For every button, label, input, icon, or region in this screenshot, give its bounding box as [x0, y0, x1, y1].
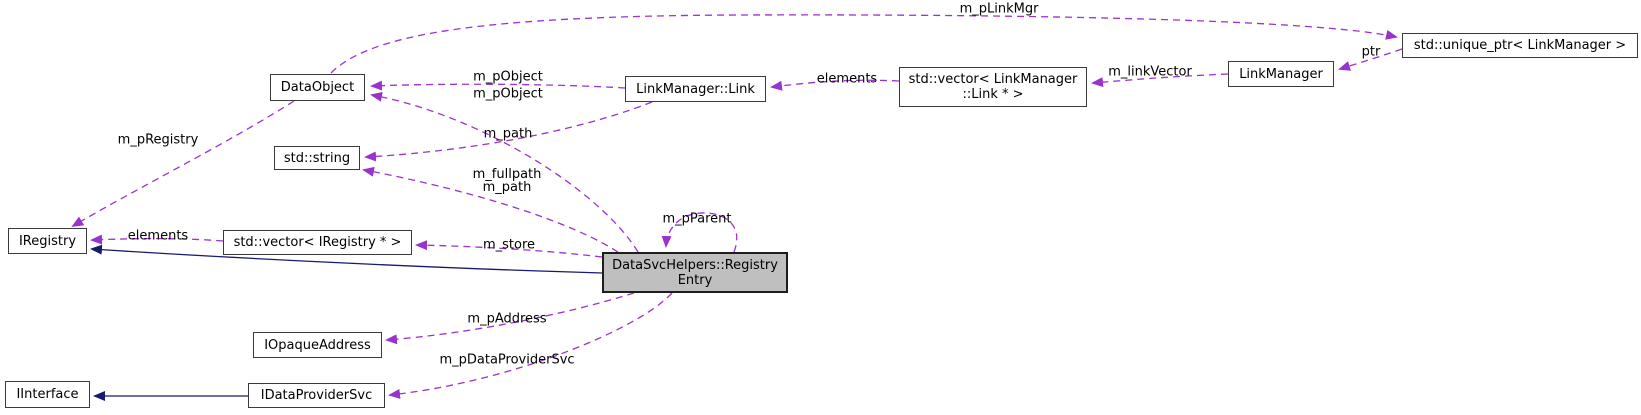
- node-label: LinkManager::Link: [636, 81, 755, 97]
- node-std-string[interactable]: std::string: [274, 146, 360, 170]
- node-label: IInterface: [16, 387, 79, 402]
- node-label: IRegistry: [18, 233, 77, 249]
- node-label: IOpaqueAddress: [264, 337, 371, 353]
- edge-m-pParent: [661, 212, 738, 253]
- node-label: ::Link * >: [962, 87, 1024, 102]
- node-label: Entry: [677, 272, 713, 288]
- edge-m-pAddress: [385, 292, 635, 345]
- node-label: std::vector< IRegistry * >: [233, 235, 402, 250]
- node-iinterface[interactable]: IInterface: [5, 381, 90, 408]
- edge-m-pObject-link: [370, 80, 626, 91]
- edge-ptr: [1338, 48, 1403, 71]
- node-label: LinkManager: [1239, 66, 1323, 82]
- node-label: IDataProviderSvc: [260, 388, 373, 403]
- node-label: std::unique_ptr< LinkManager >: [1413, 38, 1627, 53]
- node-dataobject[interactable]: DataObject: [270, 74, 365, 101]
- edge-m-fullpath-m-path: [362, 166, 619, 253]
- edge-inherit-iregistry: [90, 244, 603, 274]
- node-label: DataObject: [280, 80, 355, 95]
- node-label: DataSvcHelpers::Registry: [612, 257, 778, 273]
- edge-m-pObject-entry: [370, 91, 639, 253]
- node-vector-iregistry[interactable]: std::vector< IRegistry * >: [223, 230, 412, 255]
- node-linkmanager-link[interactable]: LinkManager::Link: [625, 76, 766, 102]
- node-unique-ptr-linkmanager[interactable]: std::unique_ptr< LinkManager >: [1402, 33, 1638, 58]
- node-label: std::string: [283, 150, 351, 166]
- edge-m-path-link: [364, 101, 653, 162]
- node-idataprovidersvc[interactable]: IDataProviderSvc: [248, 383, 385, 408]
- edge-m-pDataProviderSvc: [388, 292, 673, 399]
- node-linkmanager[interactable]: LinkManager: [1228, 61, 1334, 87]
- node-vector-linkmanager-link[interactable]: std::vector< LinkManager::Link * >: [899, 67, 1087, 107]
- edge-elements-linkvector: [770, 79, 900, 91]
- edge-elements-iregistry: [90, 234, 224, 245]
- node-iregistry[interactable]: IRegistry: [8, 228, 87, 254]
- edge-m-linkVector: [1091, 73, 1229, 88]
- node-iopaqueaddress[interactable]: IOpaqueAddress: [253, 332, 382, 358]
- node-label: std::vector< LinkManager: [908, 72, 1078, 87]
- edge-m-store: [415, 240, 603, 258]
- edge-m-pRegistry: [71, 100, 295, 228]
- edge-m-pLinkMgr: [330, 14, 1398, 74]
